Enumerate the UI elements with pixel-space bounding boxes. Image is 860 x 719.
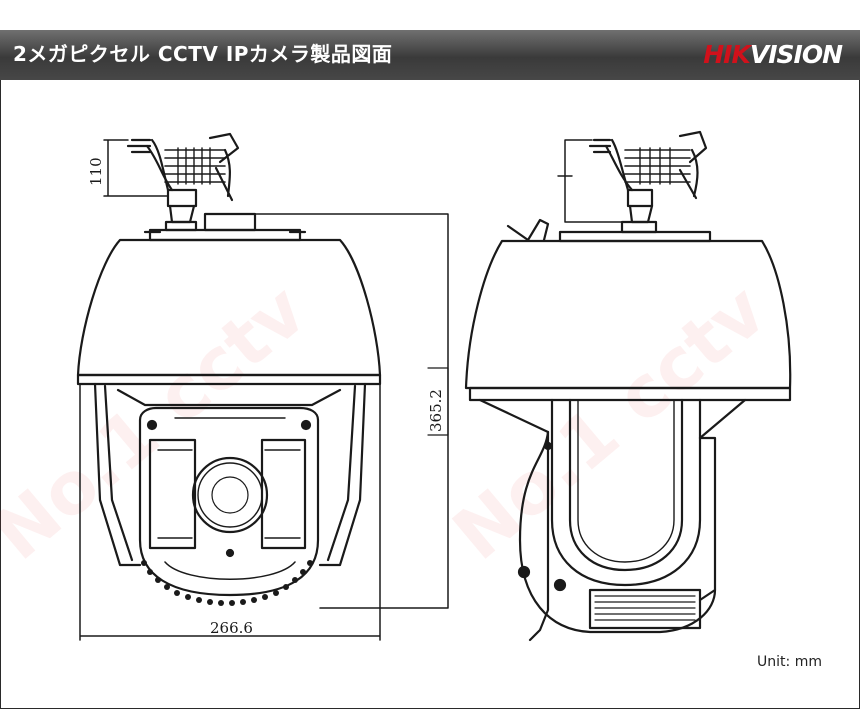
header-bar bbox=[0, 30, 860, 80]
front-view bbox=[76, 132, 449, 641]
camera-drawing: 110 365.2 266.6 bbox=[76, 130, 792, 642]
page-title: 2メガピクセル CCTV IPカメラ製品図面 bbox=[13, 42, 393, 66]
dim-width: 266.6 bbox=[210, 619, 253, 637]
brand-logo: HIKVISION bbox=[703, 40, 843, 69]
unit-label: Unit: mm bbox=[757, 654, 822, 670]
dim-total-height: 365.2 bbox=[427, 389, 445, 432]
header: 2メガピクセル CCTV IPカメラ製品図面 HIKVISION bbox=[0, 0, 860, 80]
dim-stand-height: 110 bbox=[87, 157, 105, 186]
logo-red-part: HIK bbox=[703, 40, 751, 69]
side-view bbox=[464, 130, 792, 642]
logo-white-part: VISION bbox=[749, 40, 843, 69]
